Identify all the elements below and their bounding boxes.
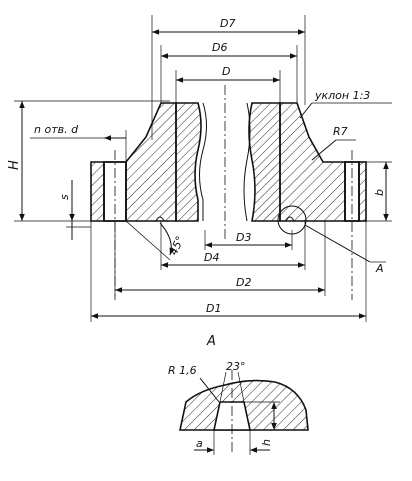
label-s: s [58, 194, 71, 200]
angle-arc-45 [159, 222, 175, 256]
right-flange-body [279, 102, 346, 222]
label-h-dim: h [260, 439, 273, 446]
chamfer-line [125, 220, 171, 261]
label-h: H [7, 160, 22, 170]
groove-left [155, 216, 165, 222]
detail-a: R 1,6 23° a h [168, 360, 309, 455]
label-23: 23° [226, 360, 246, 373]
label-r7: R7 [333, 125, 348, 138]
slope-leader [299, 102, 313, 119]
r16-leader [199, 377, 220, 403]
label-holes: n отв. d [34, 123, 79, 136]
dimensions [14, 15, 392, 322]
left-pipe-wall [175, 102, 202, 222]
label-slope: уклон 1:3 [314, 89, 370, 102]
groove-right [285, 216, 295, 222]
label-d4: D4 [204, 251, 219, 264]
break-line-1 [199, 102, 207, 221]
r7-leader [311, 139, 337, 161]
label-d7: D7 [220, 17, 235, 30]
label-a-dim: a [196, 437, 203, 450]
detail-title: A [206, 334, 216, 349]
right-pipe-wall [248, 102, 281, 222]
label-d1: D1 [206, 302, 221, 315]
left-flange-body [125, 102, 177, 222]
label-a-ref: A [375, 262, 384, 275]
flange-section [90, 85, 367, 300]
left-disk [90, 161, 105, 222]
label-d2: D2 [236, 276, 251, 289]
label-d: D [222, 65, 230, 78]
label-d6: D6 [212, 41, 227, 54]
label-45: 45° [167, 234, 187, 257]
right-disk [358, 161, 367, 222]
a-leader [304, 224, 371, 263]
label-d3: D3 [236, 231, 251, 244]
label-b: b [373, 189, 386, 196]
label-r16: R 1,6 [168, 364, 197, 377]
break-line-2 [243, 102, 251, 222]
